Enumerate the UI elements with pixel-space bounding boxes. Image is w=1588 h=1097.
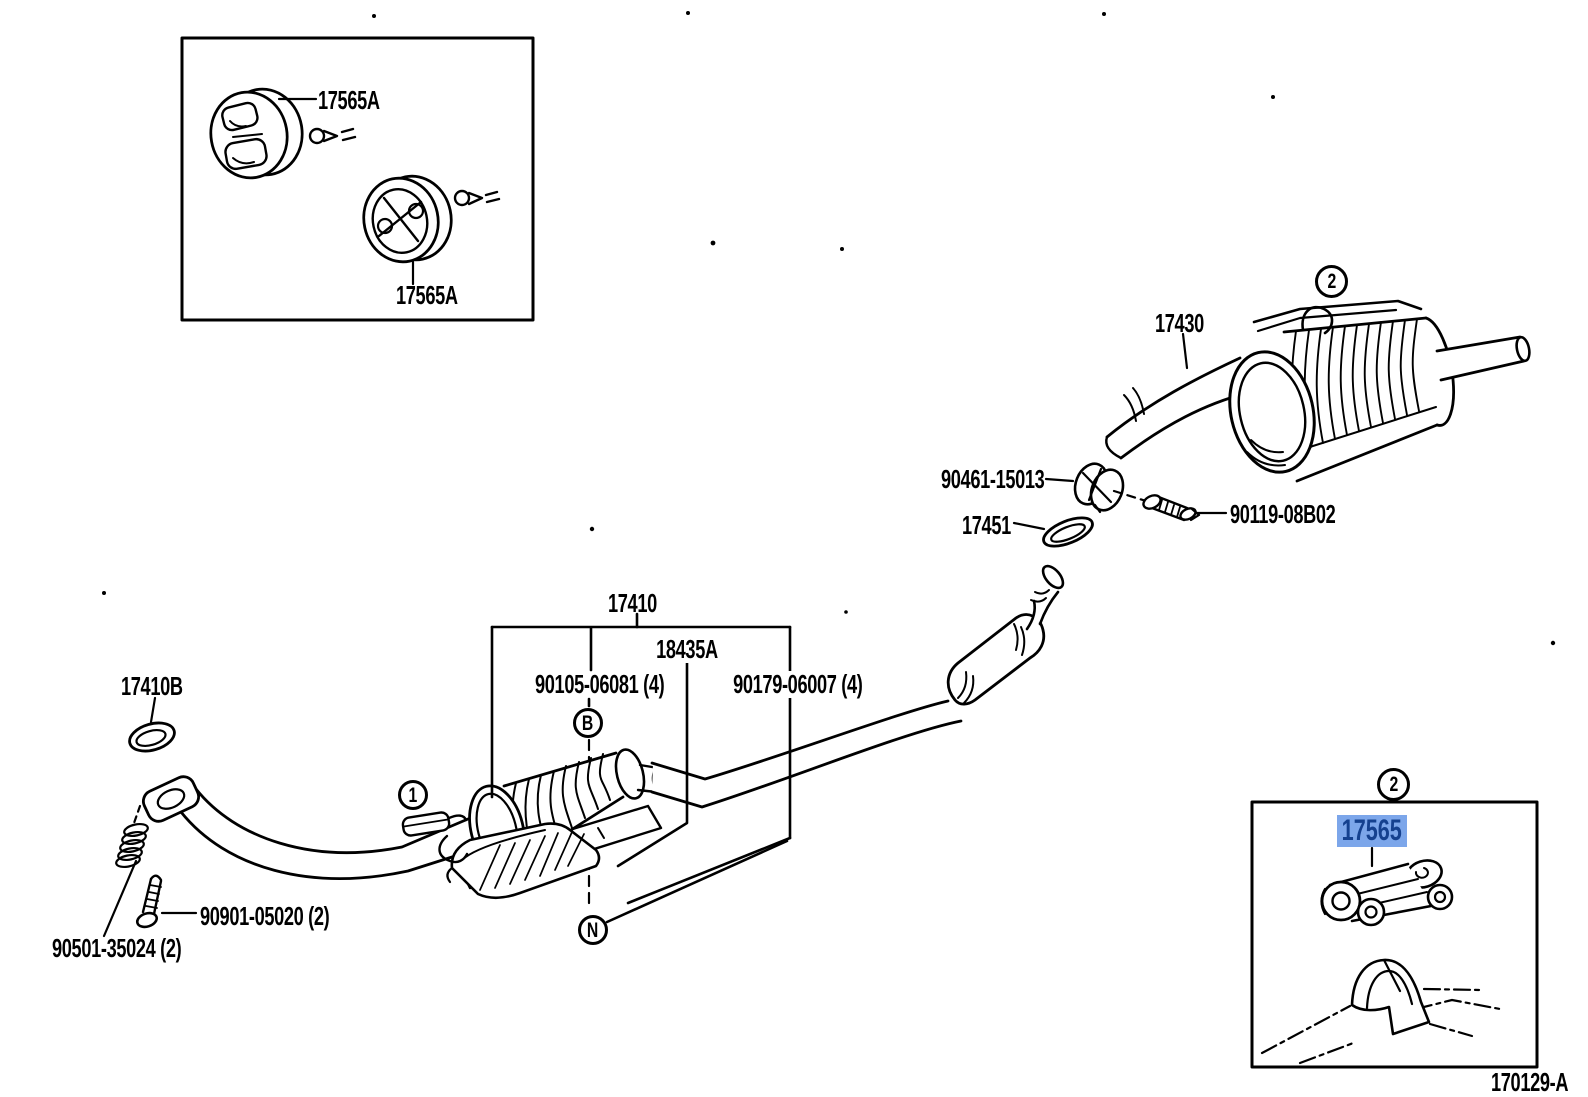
label-pipe-assembly: 17410 bbox=[608, 588, 657, 618]
label-gasket-rear: 17451 bbox=[962, 510, 1011, 540]
center-pipe-drawing bbox=[650, 699, 963, 809]
inset-hanger-drawing bbox=[1320, 859, 1454, 927]
resonator-drawing bbox=[946, 613, 1046, 706]
label-spring: 90501-35024 (2) bbox=[52, 933, 182, 963]
callout-nut-n: N bbox=[578, 915, 608, 945]
callout-bolt-b-text: B bbox=[582, 711, 594, 735]
clamp-drawing bbox=[1073, 462, 1125, 514]
callout-section-2-muffler-text: 2 bbox=[1327, 270, 1336, 293]
label-bolt-front: 90901-05020 (2) bbox=[200, 901, 330, 931]
inset-box-17565 bbox=[1250, 800, 1539, 1069]
label-hanger-top-left-lower: 17565A bbox=[396, 280, 458, 310]
hanger-lower-pin-icon bbox=[453, 189, 501, 207]
spring-drawing bbox=[115, 822, 149, 869]
inset-bracket-drawing bbox=[1260, 958, 1502, 1065]
label-hanger-top-left-upper: 17565A bbox=[318, 85, 380, 115]
front-flange-drawing bbox=[141, 775, 201, 823]
label-bolt-rear: 90119-08B02 bbox=[1230, 499, 1336, 529]
rear-bolt-drawing bbox=[1112, 489, 1201, 522]
specks bbox=[102, 11, 1556, 646]
hanger-lower-drawing bbox=[362, 174, 453, 264]
front-pipe-drawing bbox=[179, 787, 476, 880]
drawing-code: 170129-A bbox=[1491, 1067, 1569, 1097]
inset-box-hangers bbox=[180, 36, 535, 322]
label-heat-insulator: 18435A bbox=[654, 635, 720, 664]
callout-section-1-text: 1 bbox=[408, 783, 418, 807]
label-muffler: 17430 bbox=[1155, 308, 1204, 338]
dashed-leader-spring bbox=[131, 804, 142, 828]
callout-bolt-b: B bbox=[573, 708, 603, 738]
callout-section-2-inset: 2 bbox=[1377, 768, 1410, 801]
leader-lines bbox=[102, 97, 1374, 938]
label-nut-n: 90179-06007 (4) bbox=[731, 670, 865, 699]
label-clamp: 90461-15013 bbox=[941, 464, 1045, 494]
callout-nut-n-text: N bbox=[587, 918, 599, 942]
highlighted-part-number-text: 17565 bbox=[1341, 814, 1403, 847]
heat-shield-drawing bbox=[438, 822, 601, 900]
label-bolt-b: 90105-06081 (4) bbox=[535, 669, 665, 699]
rear-gasket-drawing bbox=[1042, 516, 1094, 548]
highlighted-part-number[interactable]: 17565 bbox=[1337, 815, 1407, 847]
hanger-upper-pin-icon bbox=[308, 127, 357, 145]
callout-section-2-muffler: 2 bbox=[1315, 265, 1348, 298]
pipe-hanger-bracket-drawing bbox=[401, 811, 468, 837]
front-gasket-drawing bbox=[128, 721, 176, 753]
front-bolt-drawing bbox=[135, 874, 163, 929]
hanger-upper-drawing bbox=[209, 87, 304, 180]
label-gasket-front: 17410B bbox=[121, 671, 183, 701]
pipe-flare-drawing bbox=[1025, 564, 1065, 631]
assembly-bracket-front bbox=[490, 612, 792, 924]
callout-section-1: 1 bbox=[398, 780, 428, 810]
callout-section-2-inset-text: 2 bbox=[1389, 773, 1398, 796]
muffler-drawing bbox=[1105, 299, 1531, 483]
